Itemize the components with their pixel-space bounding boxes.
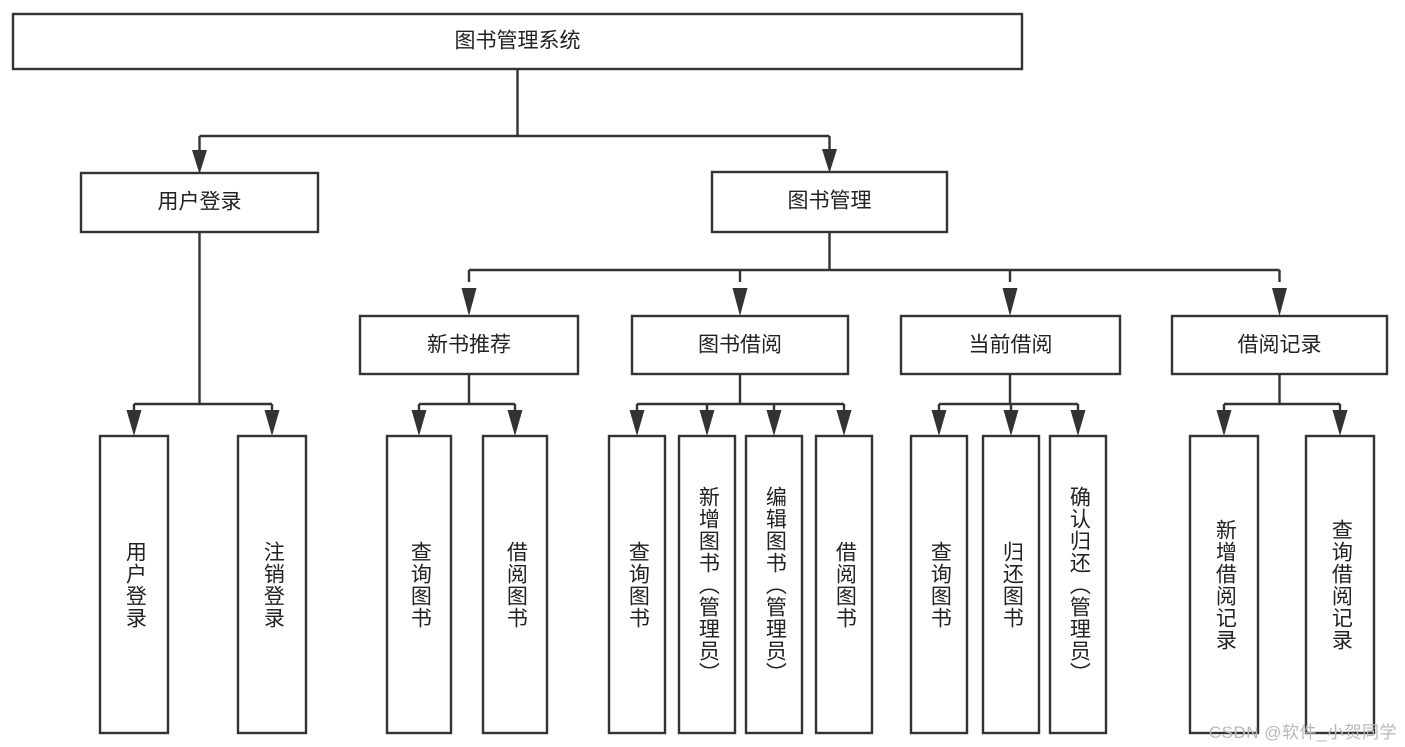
leaf-box-return-book[interactable] [981, 434, 1041, 735]
node-root-label: 图书管理系统 [455, 30, 581, 53]
arrow-borrowrecord-leaf-2 [1332, 410, 1348, 436]
arrow-root-to-user-login [192, 150, 207, 174]
arrow-root-to-book-manage [822, 149, 837, 173]
node-current-borrow-label: 当前借阅 [969, 334, 1053, 357]
leaf-box-user-login[interactable] [98, 434, 170, 735]
leaf-box-query-book-brw[interactable] [607, 434, 667, 735]
leaf-box-add-record[interactable] [1188, 434, 1260, 735]
node-book-borrow-label: 图书借阅 [698, 334, 782, 357]
arrow-bookborrow-leaf-4 [836, 410, 852, 436]
connector-group [126, 69, 1348, 436]
leaf-box-query-book-cur[interactable] [909, 434, 969, 735]
node-root-box[interactable] [11, 12, 1024, 71]
leaf-box-query-book-rec[interactable] [385, 434, 453, 735]
leaf-box-edit-book[interactable] [744, 434, 804, 735]
node-new-book-rec-label: 新书推荐 [427, 334, 511, 357]
node-borrow-record-label: 借阅记录 [1238, 334, 1322, 357]
node-borrow-record-box[interactable] [1170, 314, 1389, 376]
arrow-userlogin-leaf-2 [264, 410, 280, 436]
node-book-manage-label: 图书管理 [788, 190, 872, 213]
node-label-group: 图书管理系统 用户登录 图书管理 新书推荐 图书借阅 当前借阅 借阅记录 [158, 30, 1322, 357]
arrow-newbook-leaf-1 [411, 410, 427, 436]
arrow-bookborrow-leaf-3 [766, 410, 782, 436]
leaf-box-query-record[interactable] [1304, 434, 1376, 735]
arrow-bookmanage-child-1 [461, 288, 477, 316]
arrow-currentborrow-leaf-1 [931, 410, 947, 436]
arrow-newbook-leaf-2 [507, 410, 523, 436]
leaf-box-borrow-book-rec[interactable] [481, 434, 549, 735]
arrow-currentborrow-leaf-2 [1003, 410, 1019, 436]
arrow-borrowrecord-leaf-1 [1216, 410, 1232, 436]
arrow-currentborrow-leaf-3 [1070, 410, 1086, 436]
node-book-manage-box[interactable] [710, 170, 949, 234]
arrow-bookmanage-child-3 [1002, 288, 1018, 316]
leaf-box-logout[interactable] [236, 434, 308, 735]
arrow-bookborrow-leaf-1 [629, 410, 645, 436]
arrow-bookmanage-child-4 [1272, 288, 1287, 316]
leaf-box-group [98, 434, 1376, 735]
node-user-login-label: 用户登录 [158, 191, 242, 214]
node-box-group [11, 12, 1389, 376]
watermark-text: CSDN @软件_小贺同学 [1208, 723, 1397, 742]
arrow-bookmanage-child-2 [732, 288, 748, 316]
leaf-box-confirm-return[interactable] [1048, 434, 1108, 735]
node-new-book-rec-box[interactable] [358, 314, 580, 376]
leaf-box-add-book[interactable] [677, 434, 737, 735]
node-book-borrow-box[interactable] [630, 314, 850, 376]
node-user-login-box[interactable] [79, 171, 320, 234]
leaf-box-borrow-book-brw[interactable] [814, 434, 874, 735]
arrow-userlogin-leaf-1 [126, 410, 142, 436]
node-current-borrow-box[interactable] [899, 314, 1122, 376]
arrow-bookborrow-leaf-2 [699, 410, 715, 436]
